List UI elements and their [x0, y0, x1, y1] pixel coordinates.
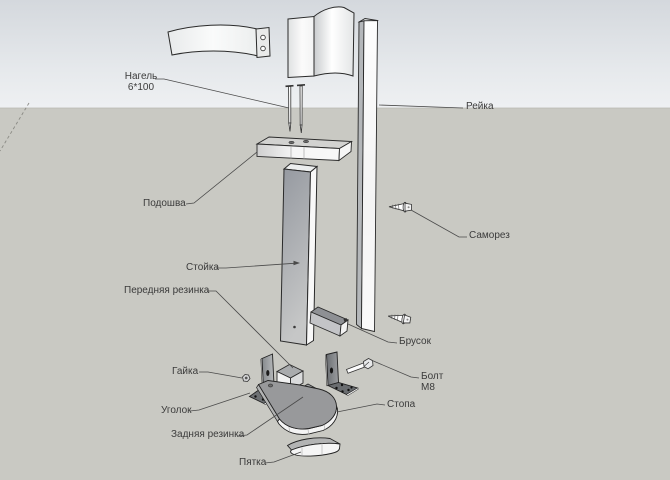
rail-part: [356, 18, 379, 333]
dowel-nail-right: [296, 84, 306, 134]
strap-part: [167, 24, 271, 59]
leader-zadnyaya-rezinka: [237, 396, 304, 437]
label-reika: Рейка: [466, 101, 494, 112]
bolt-part: [345, 358, 374, 374]
label-stoika: Стойка: [186, 262, 219, 273]
label-nagel: Нагель 6*100: [122, 71, 160, 93]
foot-part: [256, 380, 339, 435]
leader-reika: [378, 104, 464, 109]
label-perednyaya-rezinka: Передняя резинка: [124, 285, 210, 296]
nut-part: [242, 374, 251, 382]
leader-gaika: [199, 371, 243, 379]
label-nagel-line2: 6*100: [127, 82, 155, 93]
leader-samorez: [410, 209, 467, 238]
label-samorez: Саморез: [469, 230, 510, 241]
leader-brusok: [347, 323, 398, 344]
leader-pyatka: [264, 451, 302, 464]
angle-bracket-right: [325, 351, 359, 397]
label-bolt-line2: М8: [421, 382, 435, 393]
leader-stopa: [336, 403, 386, 413]
screw-upper: [388, 201, 412, 213]
sole-part: [255, 136, 354, 162]
label-brusok: Брусок: [399, 336, 431, 347]
label-bolt-line1: Болт: [421, 371, 444, 382]
label-gaika: Гайка: [172, 366, 199, 377]
leader-stoika-arrowhead: [293, 260, 300, 266]
leader-stoika: [216, 262, 295, 269]
label-bolt: Болт М8: [421, 371, 443, 393]
label-stopa: Стопа: [387, 399, 416, 410]
leader-podoshva: [185, 151, 258, 205]
bent-plate-part: [287, 6, 355, 79]
leader-perednyaya-rezinka: [207, 290, 294, 369]
leader-nagel: [155, 78, 290, 109]
label-ugolok: Уголок: [161, 405, 192, 416]
label-zadnyaya-rezinka: Задняя резинка: [171, 429, 245, 440]
axis-dashed-line: [0, 102, 30, 152]
dowel-nail-left: [285, 84, 294, 132]
leader-lines: [155, 78, 467, 464]
heel-part: [286, 437, 341, 457]
post-part: [279, 162, 319, 346]
label-pyatka: Пятка: [239, 457, 267, 468]
leader-ugolok: [189, 392, 251, 412]
label-nagel-line1: Нагель: [124, 71, 158, 82]
label-podoshva: Подошва: [143, 198, 186, 209]
block-part: [309, 306, 349, 337]
screw-lower: [386, 311, 412, 326]
leader-bolt: [370, 359, 420, 379]
